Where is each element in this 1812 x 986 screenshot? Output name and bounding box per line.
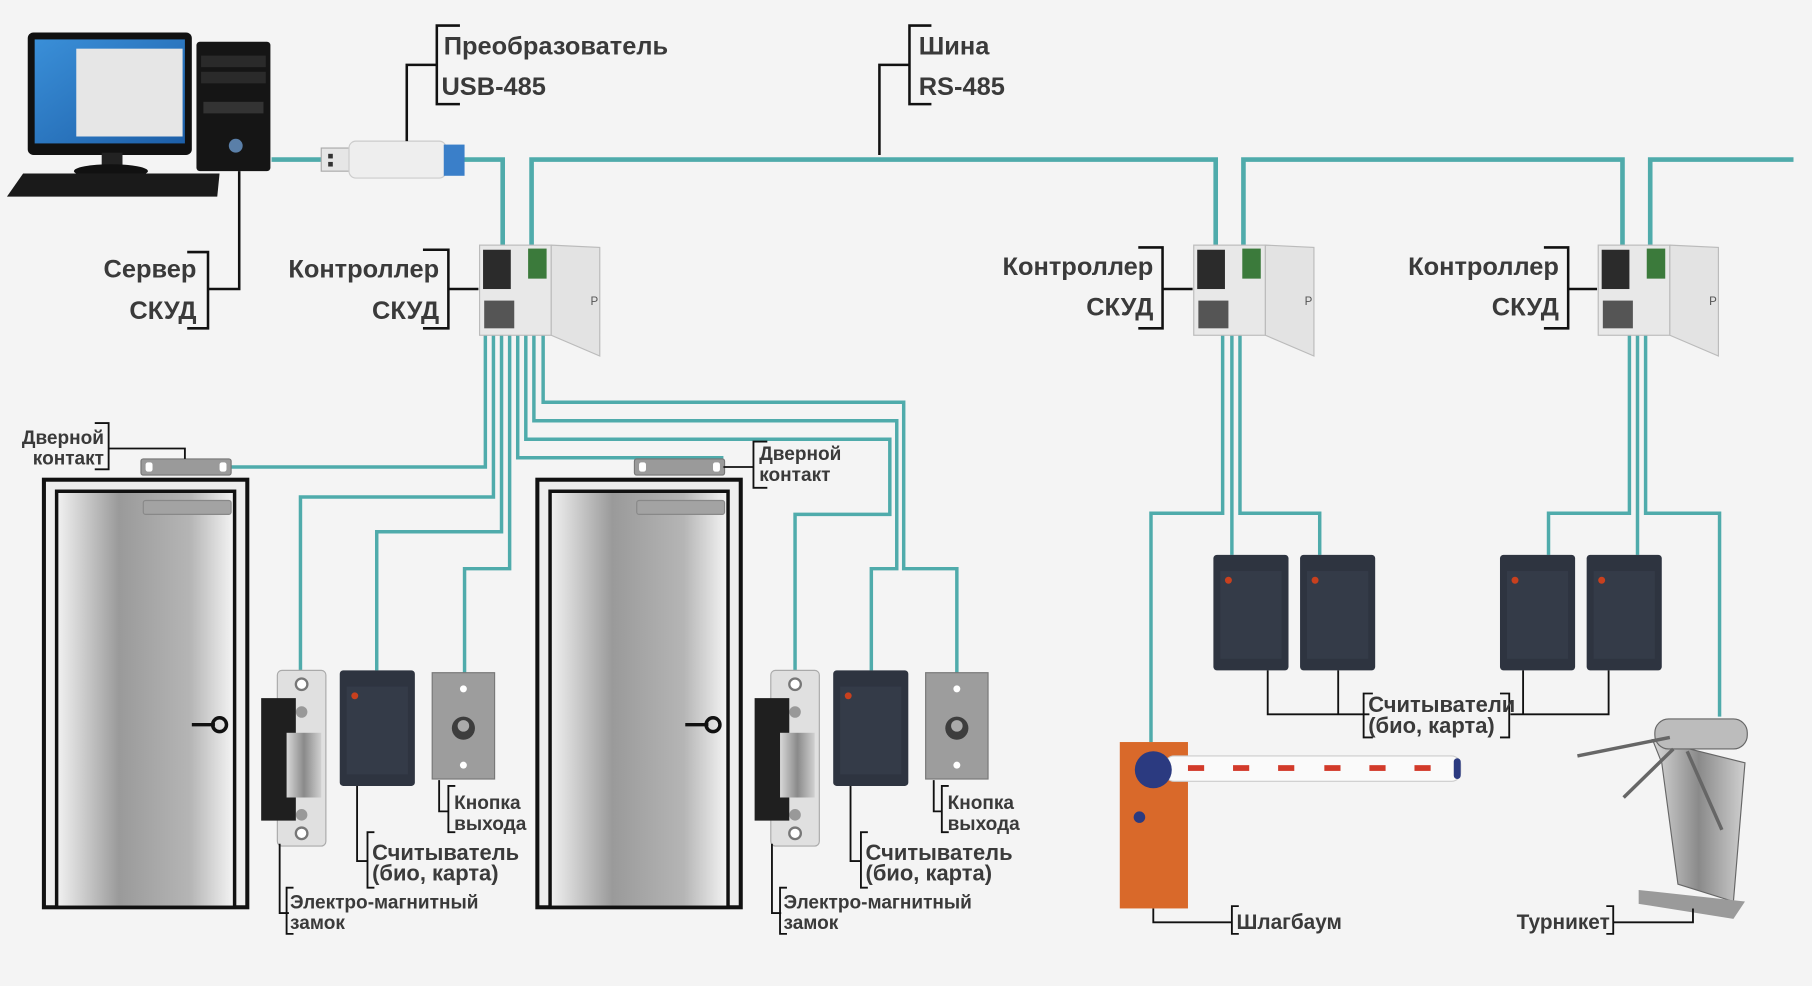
electric-lock-1[interactable] [260,669,328,848]
bus-label-line2: RS-485 [919,73,1005,101]
readers-group-label-line2: (био, карта) [1368,713,1494,738]
door-contact-2-label-line1: Дверной [759,444,841,465]
rs485-bus [271,157,1794,246]
keyboard-icon [6,173,220,197]
door-contact-2[interactable] [633,458,726,476]
exit-button-1-label-line1: Кнопка [454,793,521,814]
readers-group-label-line1: Считыватели [1368,692,1515,717]
reader-3[interactable] [1213,554,1289,671]
lock-2-label-line1: Электро-магнитный [784,892,972,913]
controller-1-wiring [231,335,959,673]
exit-button-1[interactable] [431,672,496,780]
lock-1-label-line1: Электро-магнитный [290,892,478,913]
monitor-icon [27,32,192,179]
lock-2-label-line2: замок [784,913,839,934]
controller-2[interactable] [1193,244,1315,357]
electric-lock-2[interactable] [753,669,821,848]
reader-2[interactable] [833,670,909,786]
exit-button-1-label-line2: выхода [454,814,527,835]
controller-1-label-line1: Контроллер [288,255,439,283]
door-contact-2-label-line2: контакт [759,465,830,486]
converter-label-line2: USB-485 [441,73,545,101]
server-label-line2: СКУД [129,297,196,325]
lock-1-label-line2: замок [290,913,345,934]
door-contact-1-label-line2: контакт [33,449,104,470]
usb-485-converter[interactable] [320,140,465,179]
converter-label-line1: Преобразователь [444,32,668,60]
door-1 [44,480,247,908]
controller-1-label-line2: СКУД [372,297,439,325]
exit-button-2[interactable] [925,672,989,780]
controller-3-wiring [1546,335,1722,717]
server-computer[interactable] [6,32,271,197]
exit-button-2-label-line2: выхода [948,814,1021,835]
reader-group-barrier [1213,554,1376,671]
door-contact-1-label-line1: Дверной [22,428,104,449]
turnstile-label: Турникет [1517,911,1610,934]
barrier-label: Шлагбаум [1237,911,1342,934]
bus-label-line1: Шина [919,32,990,60]
pc-tower-icon [196,41,271,172]
door-contact-1[interactable] [140,458,232,476]
server-label-line1: Сервер [104,255,197,283]
reader-1[interactable] [339,670,415,786]
reader-4[interactable] [1300,554,1376,671]
turnstile[interactable] [1577,718,1748,919]
reader-1-label-line2: (био, карта) [372,861,498,886]
controller-1[interactable] [479,244,601,357]
controller-2-label-line1: Контроллер [1002,253,1153,281]
controller-3-label-line1: Контроллер [1408,253,1559,281]
reader-2-label-line1: Считыватель [866,840,1013,865]
controller-3[interactable] [1597,244,1719,357]
exit-button-2-label-line1: Кнопка [948,793,1015,814]
reader-1-label-line1: Считыватель [372,840,519,865]
controller-3-label-line2: СКУД [1492,294,1559,322]
controller-2-label-line2: СКУД [1086,294,1153,322]
reader-5[interactable] [1499,554,1576,671]
reader-group-turnstile [1499,554,1662,671]
barrier-gate[interactable] [1119,742,1462,909]
controller-2-wiring [1149,335,1322,743]
reader-6[interactable] [1586,554,1662,671]
reader-2-label-line2: (био, карта) [866,861,992,886]
door-2 [537,480,740,908]
